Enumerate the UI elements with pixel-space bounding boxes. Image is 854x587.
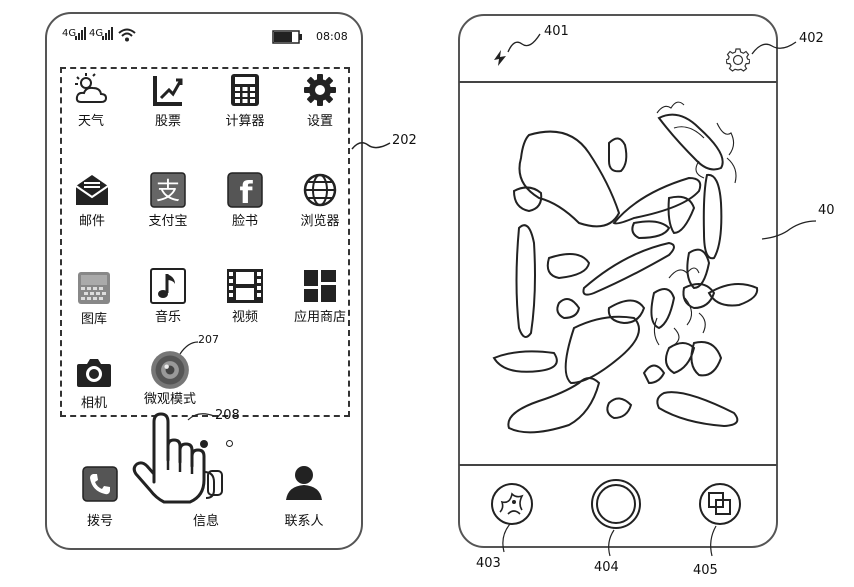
app-grid-highlight-box xyxy=(60,67,350,417)
app-facebook-label: 脸书 xyxy=(231,214,258,229)
ref-label-208: 208 xyxy=(215,408,240,423)
app-alipay[interactable]: 支 支付宝 xyxy=(131,172,205,229)
weather-icon xyxy=(75,73,108,103)
dock-dial-label: 拨号 xyxy=(86,514,113,529)
ref-label-207: 207 xyxy=(198,333,219,346)
app-browser-label: 浏览器 xyxy=(300,214,340,229)
micro-lens-icon xyxy=(151,351,189,389)
shutter-icon[interactable] xyxy=(590,478,642,530)
phone-icon xyxy=(82,466,118,502)
gallery-icon xyxy=(78,272,110,304)
signal-label-1: 4G xyxy=(62,28,77,39)
top-divider xyxy=(459,81,777,83)
app-stocks-label: 股票 xyxy=(154,114,181,129)
app-store[interactable]: 应用商店 xyxy=(283,268,357,325)
app-music[interactable]: 音乐 xyxy=(131,268,205,325)
app-video[interactable]: 视频 xyxy=(208,268,282,325)
ref-label-202: 202 xyxy=(392,133,417,148)
ref-leader-207 xyxy=(179,341,199,355)
switch-layers-icon[interactable] xyxy=(698,482,742,526)
globe-icon xyxy=(303,173,337,207)
ref-label-40: 40 xyxy=(818,203,835,218)
ref-leader-404 xyxy=(608,529,615,557)
app-store-icon xyxy=(304,270,336,302)
signal-label-2: 4G xyxy=(89,28,104,39)
svg-text:支: 支 xyxy=(156,177,180,205)
page-indicator-active xyxy=(200,440,208,448)
app-settings[interactable]: 设置 xyxy=(283,72,357,129)
ref-leader-202 xyxy=(351,142,391,150)
ref-leader-208 xyxy=(187,413,215,421)
gear-icon xyxy=(304,74,336,106)
app-camera-label: 相机 xyxy=(80,396,107,411)
status-time: 08:08 xyxy=(316,30,348,43)
calculator-icon xyxy=(231,74,259,106)
ref-leader-405 xyxy=(710,525,717,557)
app-music-label: 音乐 xyxy=(154,310,181,325)
svg-text:f: f xyxy=(239,176,253,208)
app-store-label: 应用商店 xyxy=(293,310,346,325)
gear-icon[interactable] xyxy=(726,48,750,72)
app-browser[interactable]: 浏览器 xyxy=(283,172,357,229)
battery-icon xyxy=(272,30,302,44)
app-mail-label: 邮件 xyxy=(78,214,105,229)
film-icon xyxy=(227,269,263,303)
micro-mode-icon[interactable] xyxy=(490,482,534,526)
music-note-icon xyxy=(150,268,186,304)
mail-icon xyxy=(75,175,109,205)
ref-leader-402 xyxy=(751,41,797,55)
app-gallery[interactable]: 图库 xyxy=(57,270,131,327)
app-calculator-label: 计算器 xyxy=(225,114,265,129)
dock-contacts[interactable]: 联系人 xyxy=(264,464,344,529)
alipay-icon: 支 xyxy=(150,172,186,208)
dock-contacts-label: 联系人 xyxy=(284,514,324,529)
app-micro-mode-label: 微观模式 xyxy=(143,392,196,407)
app-settings-label: 设置 xyxy=(306,114,333,129)
contact-icon xyxy=(286,466,322,500)
flash-icon[interactable] xyxy=(492,48,508,68)
dock-dial[interactable]: 拨号 xyxy=(60,466,140,529)
ref-leader-401 xyxy=(507,33,541,53)
signal-bars-icon xyxy=(75,27,86,40)
app-weather[interactable]: 天气 xyxy=(54,72,128,129)
ref-leader-403 xyxy=(502,523,511,553)
stocks-icon xyxy=(153,76,183,106)
ref-label-405: 405 xyxy=(693,563,718,578)
app-micro-mode[interactable]: 微观模式 xyxy=(133,350,207,407)
app-gallery-label: 图库 xyxy=(80,312,107,327)
app-video-label: 视频 xyxy=(231,310,258,325)
app-calculator[interactable]: 计算器 xyxy=(208,72,282,129)
camera-viewfinder[interactable] xyxy=(459,83,777,464)
pointing-hand-icon xyxy=(132,412,215,504)
signal-bars-icon xyxy=(102,27,113,40)
ref-leader-40 xyxy=(761,220,817,240)
wifi-icon xyxy=(118,28,136,42)
page-indicator-inactive xyxy=(226,440,233,447)
ref-label-402: 402 xyxy=(799,31,824,46)
app-weather-label: 天气 xyxy=(77,114,104,129)
ref-label-404: 404 xyxy=(594,560,619,575)
ref-label-403: 403 xyxy=(476,556,501,571)
ref-label-401: 401 xyxy=(544,24,569,39)
app-mail[interactable]: 邮件 xyxy=(55,172,129,229)
dock-messages-label: 信息 xyxy=(192,514,219,529)
facebook-icon: f xyxy=(227,172,263,208)
app-camera[interactable]: 相机 xyxy=(57,354,131,411)
bottom-divider xyxy=(459,464,777,466)
app-facebook[interactable]: f 脸书 xyxy=(208,172,282,229)
camera-icon xyxy=(77,359,111,387)
app-stocks[interactable]: 股票 xyxy=(131,72,205,129)
app-alipay-label: 支付宝 xyxy=(148,214,188,229)
